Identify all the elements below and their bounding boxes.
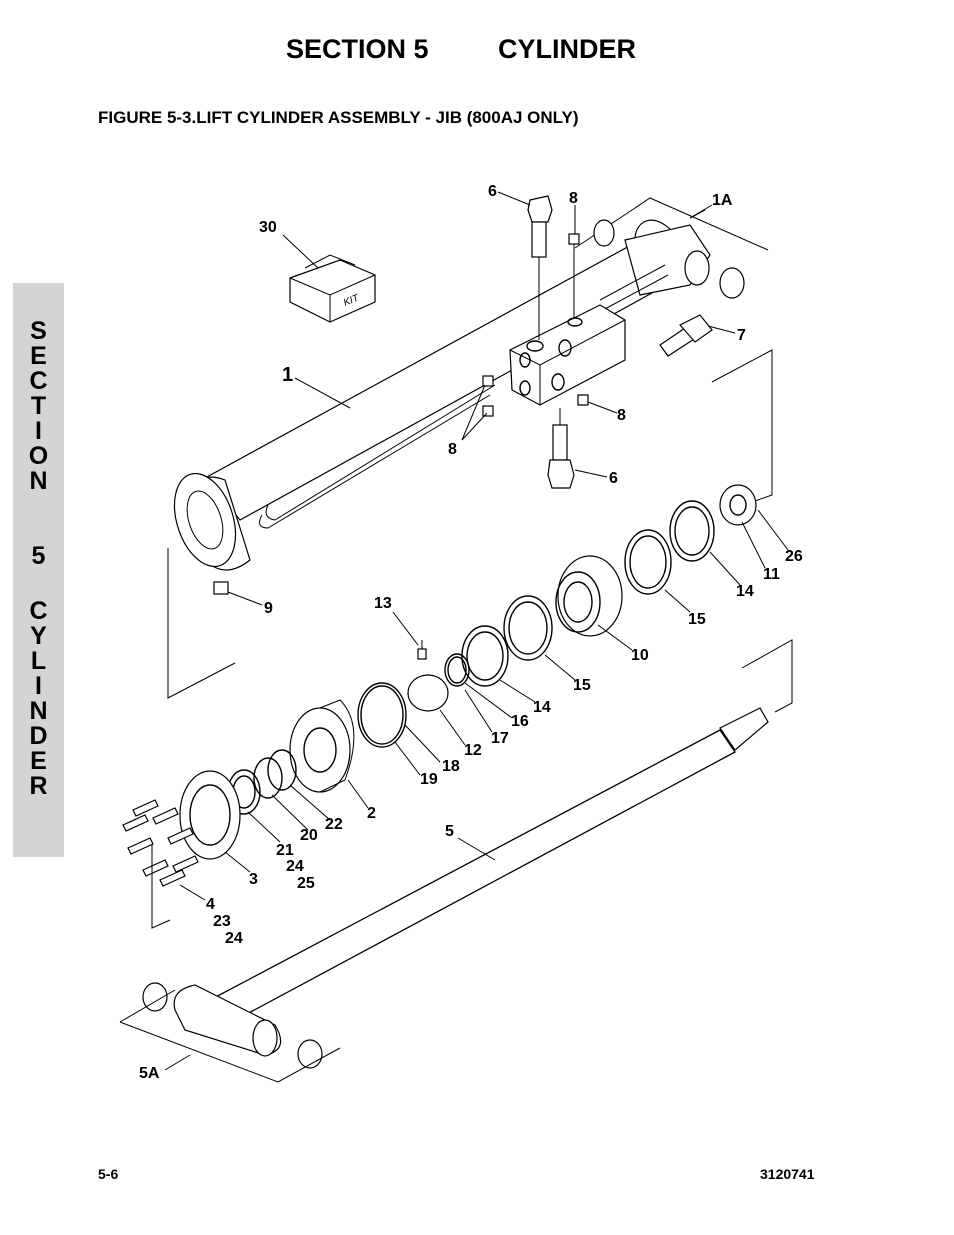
callout-10: 10 <box>631 647 649 664</box>
callout-21: 21 <box>276 842 294 859</box>
cylinder-head <box>289 699 355 793</box>
callout-12: 12 <box>464 742 482 759</box>
callout-6: 6 <box>488 183 497 200</box>
callout-5: 5 <box>445 823 454 840</box>
section-label: SECTION 5 <box>286 34 429 64</box>
bracket-bottom-left <box>151 845 171 929</box>
fitting-7 <box>659 314 713 357</box>
piston-seal-stack <box>357 500 715 748</box>
side-tab-letter: T <box>30 392 47 420</box>
kit-box: KIT <box>289 254 376 323</box>
callout-25: 25 <box>297 875 315 892</box>
callout-13: 13 <box>374 595 392 612</box>
fitting-6-bottom <box>547 408 575 489</box>
callout-15: 15 <box>573 677 591 694</box>
fitting-6-top <box>527 195 553 340</box>
callout-numbers: 6 8 1A 30 1 7 8 8 6 26 11 14 15 9 13 10 … <box>139 183 803 1082</box>
barrel-assembly <box>173 219 745 571</box>
side-tab-letter: I <box>35 672 42 700</box>
side-tab-letter: E <box>30 342 47 370</box>
callout-24: 24 <box>225 930 243 947</box>
side-tab-letter: C <box>29 367 48 395</box>
callout-4: 4 <box>206 896 215 913</box>
side-tab-letter: 5 <box>31 542 46 570</box>
callout-8: 8 <box>448 441 457 458</box>
section-side-tab: S E C T I O N 5 C Y L I N D E R <box>13 283 64 857</box>
valve-block <box>509 304 626 406</box>
callout-6: 6 <box>609 470 618 487</box>
side-tab-letter: O <box>28 442 49 470</box>
callout-24: 24 <box>286 858 304 875</box>
side-tab-letter: D <box>29 722 48 750</box>
callout-18: 18 <box>442 758 460 775</box>
bracket-left <box>167 548 236 699</box>
callout-20: 20 <box>300 827 318 844</box>
callout-9: 9 <box>264 600 273 617</box>
side-tab-letter: E <box>30 747 47 775</box>
side-tab-letter: S <box>30 317 47 345</box>
callout-19: 19 <box>420 771 438 788</box>
callout-3: 3 <box>249 871 258 888</box>
rod-eye <box>119 982 341 1083</box>
callout-26: 26 <box>785 548 803 565</box>
side-tab-letter: R <box>29 772 48 800</box>
callout-5a: 5A <box>139 1065 160 1082</box>
callout-17: 17 <box>491 730 509 747</box>
side-tab-letter: L <box>30 647 47 675</box>
side-tab-letter: I <box>35 417 42 445</box>
callout-2: 2 <box>367 805 376 822</box>
callout-1: 1 <box>282 364 293 386</box>
chapter-label: CYLINDER <box>498 34 637 64</box>
side-tab-letter: N <box>29 467 48 495</box>
side-tab-letter: N <box>29 697 48 725</box>
page-number: 5-6 <box>98 1166 119 1182</box>
side-tab-letter: Y <box>30 622 47 650</box>
callout-7: 7 <box>737 327 746 344</box>
leader-lines <box>164 191 789 1071</box>
bracket-right <box>711 349 773 503</box>
callout-8: 8 <box>569 190 578 207</box>
callout-14: 14 <box>736 583 754 600</box>
callout-23: 23 <box>213 913 231 930</box>
retainer-plate <box>179 770 241 860</box>
plugs-8 <box>482 233 589 417</box>
callout-8: 8 <box>617 407 626 424</box>
callout-11: 11 <box>763 566 780 583</box>
lock-nut <box>719 484 757 526</box>
side-tab-letter: C <box>29 597 48 625</box>
piston-rod <box>208 639 793 1023</box>
callout-16: 16 <box>511 713 529 730</box>
figure-title: FIGURE 5-3.LIFT CYLINDER ASSEMBLY - JIB … <box>98 108 579 127</box>
callout-30: 30 <box>259 219 277 236</box>
callout-1a: 1A <box>712 192 733 209</box>
document-number: 3120741 <box>760 1166 815 1182</box>
callout-14: 14 <box>533 699 551 716</box>
head-bolts <box>122 799 199 887</box>
callout-22: 22 <box>325 816 343 833</box>
callout-15: 15 <box>688 611 706 628</box>
